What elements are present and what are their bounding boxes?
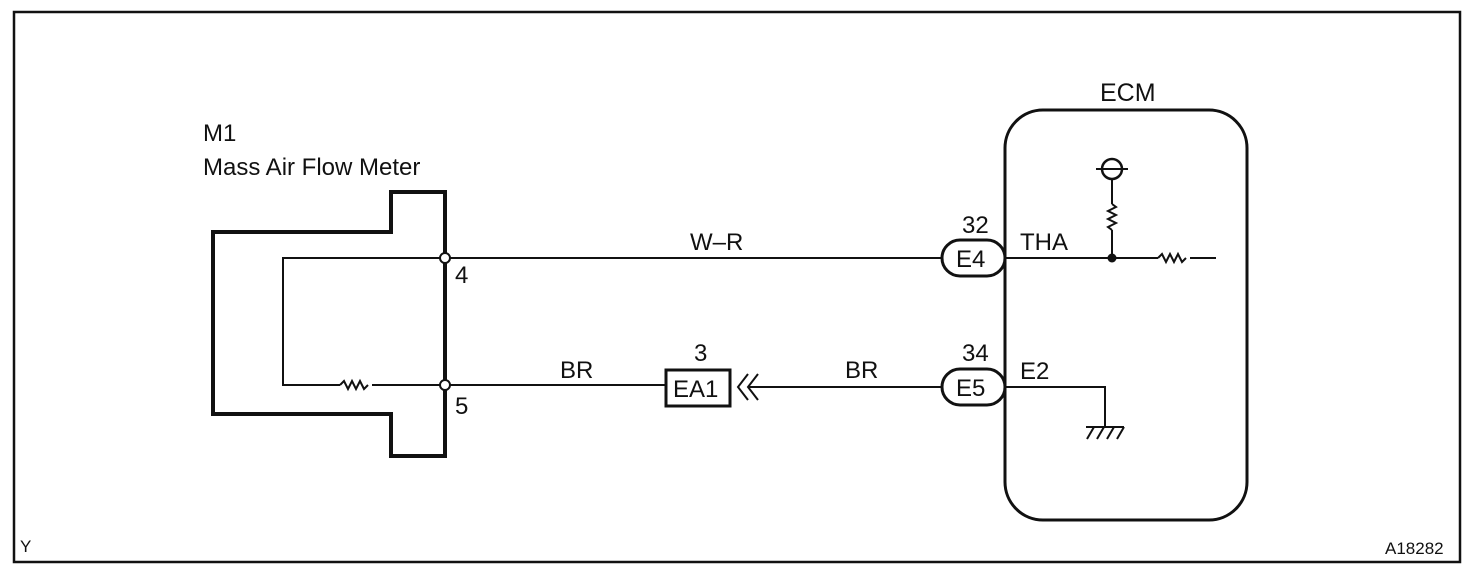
- figure-id: A18282: [1385, 539, 1444, 558]
- signal-e2: E2: [1020, 358, 1049, 385]
- pin-5-label: 5: [455, 393, 468, 420]
- pin-4-label: 4: [455, 262, 468, 289]
- corner-label-y: Y: [20, 537, 31, 556]
- connector-e4-pin: 32: [962, 212, 989, 239]
- ea1-label: EA1: [673, 376, 718, 403]
- connector-e5-pin: 34: [962, 340, 989, 367]
- component-name: Mass Air Flow Meter: [203, 154, 420, 181]
- pullup-resistor-icon: [1105, 203, 1119, 231]
- mass-air-flow-meter: M1 Mass Air Flow Meter 4 5: [203, 120, 468, 458]
- connector-e5-label: E5: [956, 375, 985, 402]
- pin-4-terminal: [439, 252, 451, 264]
- pin-5-terminal: [439, 379, 451, 391]
- signal-tha: THA: [1020, 229, 1068, 256]
- wire-w-r-label: W–R: [690, 229, 743, 256]
- ground-icon: [1086, 426, 1125, 440]
- ea1-box: [664, 368, 732, 408]
- wire-br-right-label: BR: [845, 357, 878, 384]
- connector-e4-label: E4: [956, 246, 985, 273]
- ecm-resistor-icon: [1157, 251, 1187, 265]
- component-id: M1: [203, 120, 236, 147]
- diagram-frame: [12, 10, 1462, 564]
- maf-internal-wire: [282, 257, 445, 386]
- e2-ground-line: [1005, 386, 1106, 427]
- ecm-box: [1003, 108, 1249, 522]
- maf-housing: [211, 190, 447, 458]
- wire-br-left-label: BR: [560, 357, 593, 384]
- junction-connector-ea1: EA1 3: [664, 340, 759, 408]
- ea1-pin: 3: [694, 340, 707, 367]
- ecm-module: ECM E4 32 THA E5 34 E2: [940, 79, 1249, 522]
- maf-thermistor-icon: [339, 378, 369, 392]
- ecm-label: ECM: [1100, 79, 1156, 107]
